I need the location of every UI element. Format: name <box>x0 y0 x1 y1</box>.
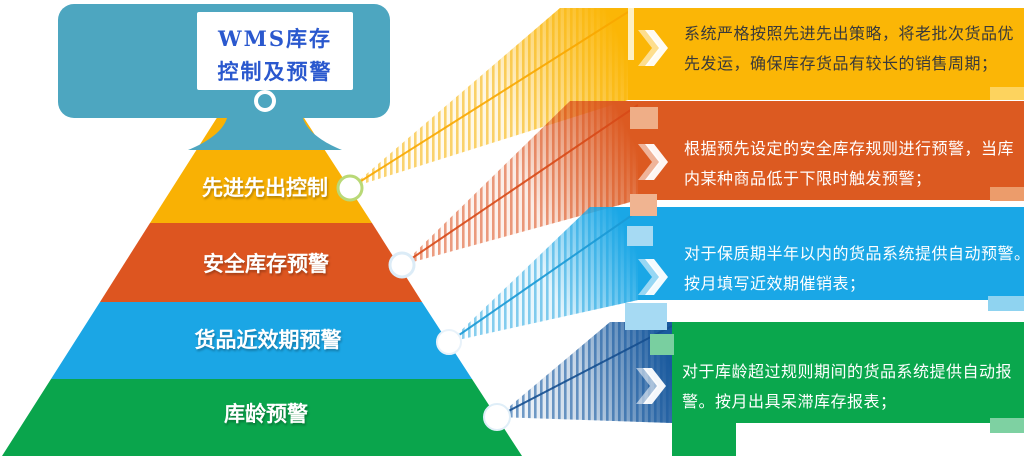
accent-tab <box>990 418 1024 433</box>
monitor-stand <box>188 118 342 150</box>
connector-circle-3 <box>436 329 462 355</box>
ribbon-safety-stock <box>401 101 639 266</box>
chevron-right-icon <box>638 259 668 295</box>
monitor-icon <box>58 4 390 150</box>
panel-text-safety-stock: 根据预先设定的安全库存规则进行预警，当库内某种商品低于下限时触发预警； <box>684 141 1015 188</box>
panel-near-expiry <box>638 207 1024 300</box>
connector-circle-1 <box>336 174 364 202</box>
panel-text-stock-age: 对于库龄超过规则期间的货品系统提供自动报警。按月出具呆滞库存报表； <box>682 364 1013 411</box>
pyramid-band-safety-stock <box>100 223 422 302</box>
accent-tab <box>672 423 736 456</box>
diagram-title-line1: WMS库存 <box>218 26 332 51</box>
diagram-title: WMS库存 控制及预警 <box>198 22 352 88</box>
monitor-screen <box>197 12 353 90</box>
accent-tab <box>625 303 667 330</box>
panel-stock-age <box>672 322 1024 423</box>
monitor-power-button-icon <box>254 90 276 112</box>
pyramid-band-near-expiry <box>51 302 472 379</box>
accent-tab <box>990 87 1024 100</box>
ribbon-stock-age <box>496 322 673 423</box>
connector-circle-4 <box>483 403 511 431</box>
chevron-right-icon <box>638 144 668 180</box>
accent-tab <box>990 187 1024 201</box>
accent-tab <box>630 107 658 129</box>
ribbon-near-expiry <box>448 207 639 343</box>
pyramid-label-near-expiry: 货品近效期预警 <box>194 329 342 352</box>
accent-tab <box>628 8 634 60</box>
panel-safety-stock <box>638 101 1024 200</box>
panel-fifo <box>628 8 1024 100</box>
chevron-right-icon <box>638 30 668 66</box>
connector-circle-2 <box>388 251 416 279</box>
diagram-title-line2: 控制及预警 <box>217 59 333 84</box>
accent-tab <box>988 296 1024 311</box>
accent-tab <box>630 194 657 216</box>
pyramid-label-fifo: 先进先出控制 <box>202 177 328 200</box>
accent-tab <box>627 226 653 246</box>
panel-text-fifo: 系统严格按照先进先出策略，将老批次货品优先发运，确保库存货品有较长的销售周期； <box>684 26 1015 73</box>
ribbon-fifo <box>349 8 629 189</box>
accent-tab <box>650 334 674 355</box>
pyramid-band-stock-age <box>2 379 522 456</box>
pyramid-label-stock-age: 库龄预警 <box>224 403 308 426</box>
chevron-right-icon <box>636 368 666 404</box>
pyramid-label-safety-stock: 安全库存预警 <box>203 253 329 276</box>
panel-text-near-expiry: 对于保质期半年以内的货品系统提供自动预警。按月填写近效期催销表； <box>684 246 1024 293</box>
